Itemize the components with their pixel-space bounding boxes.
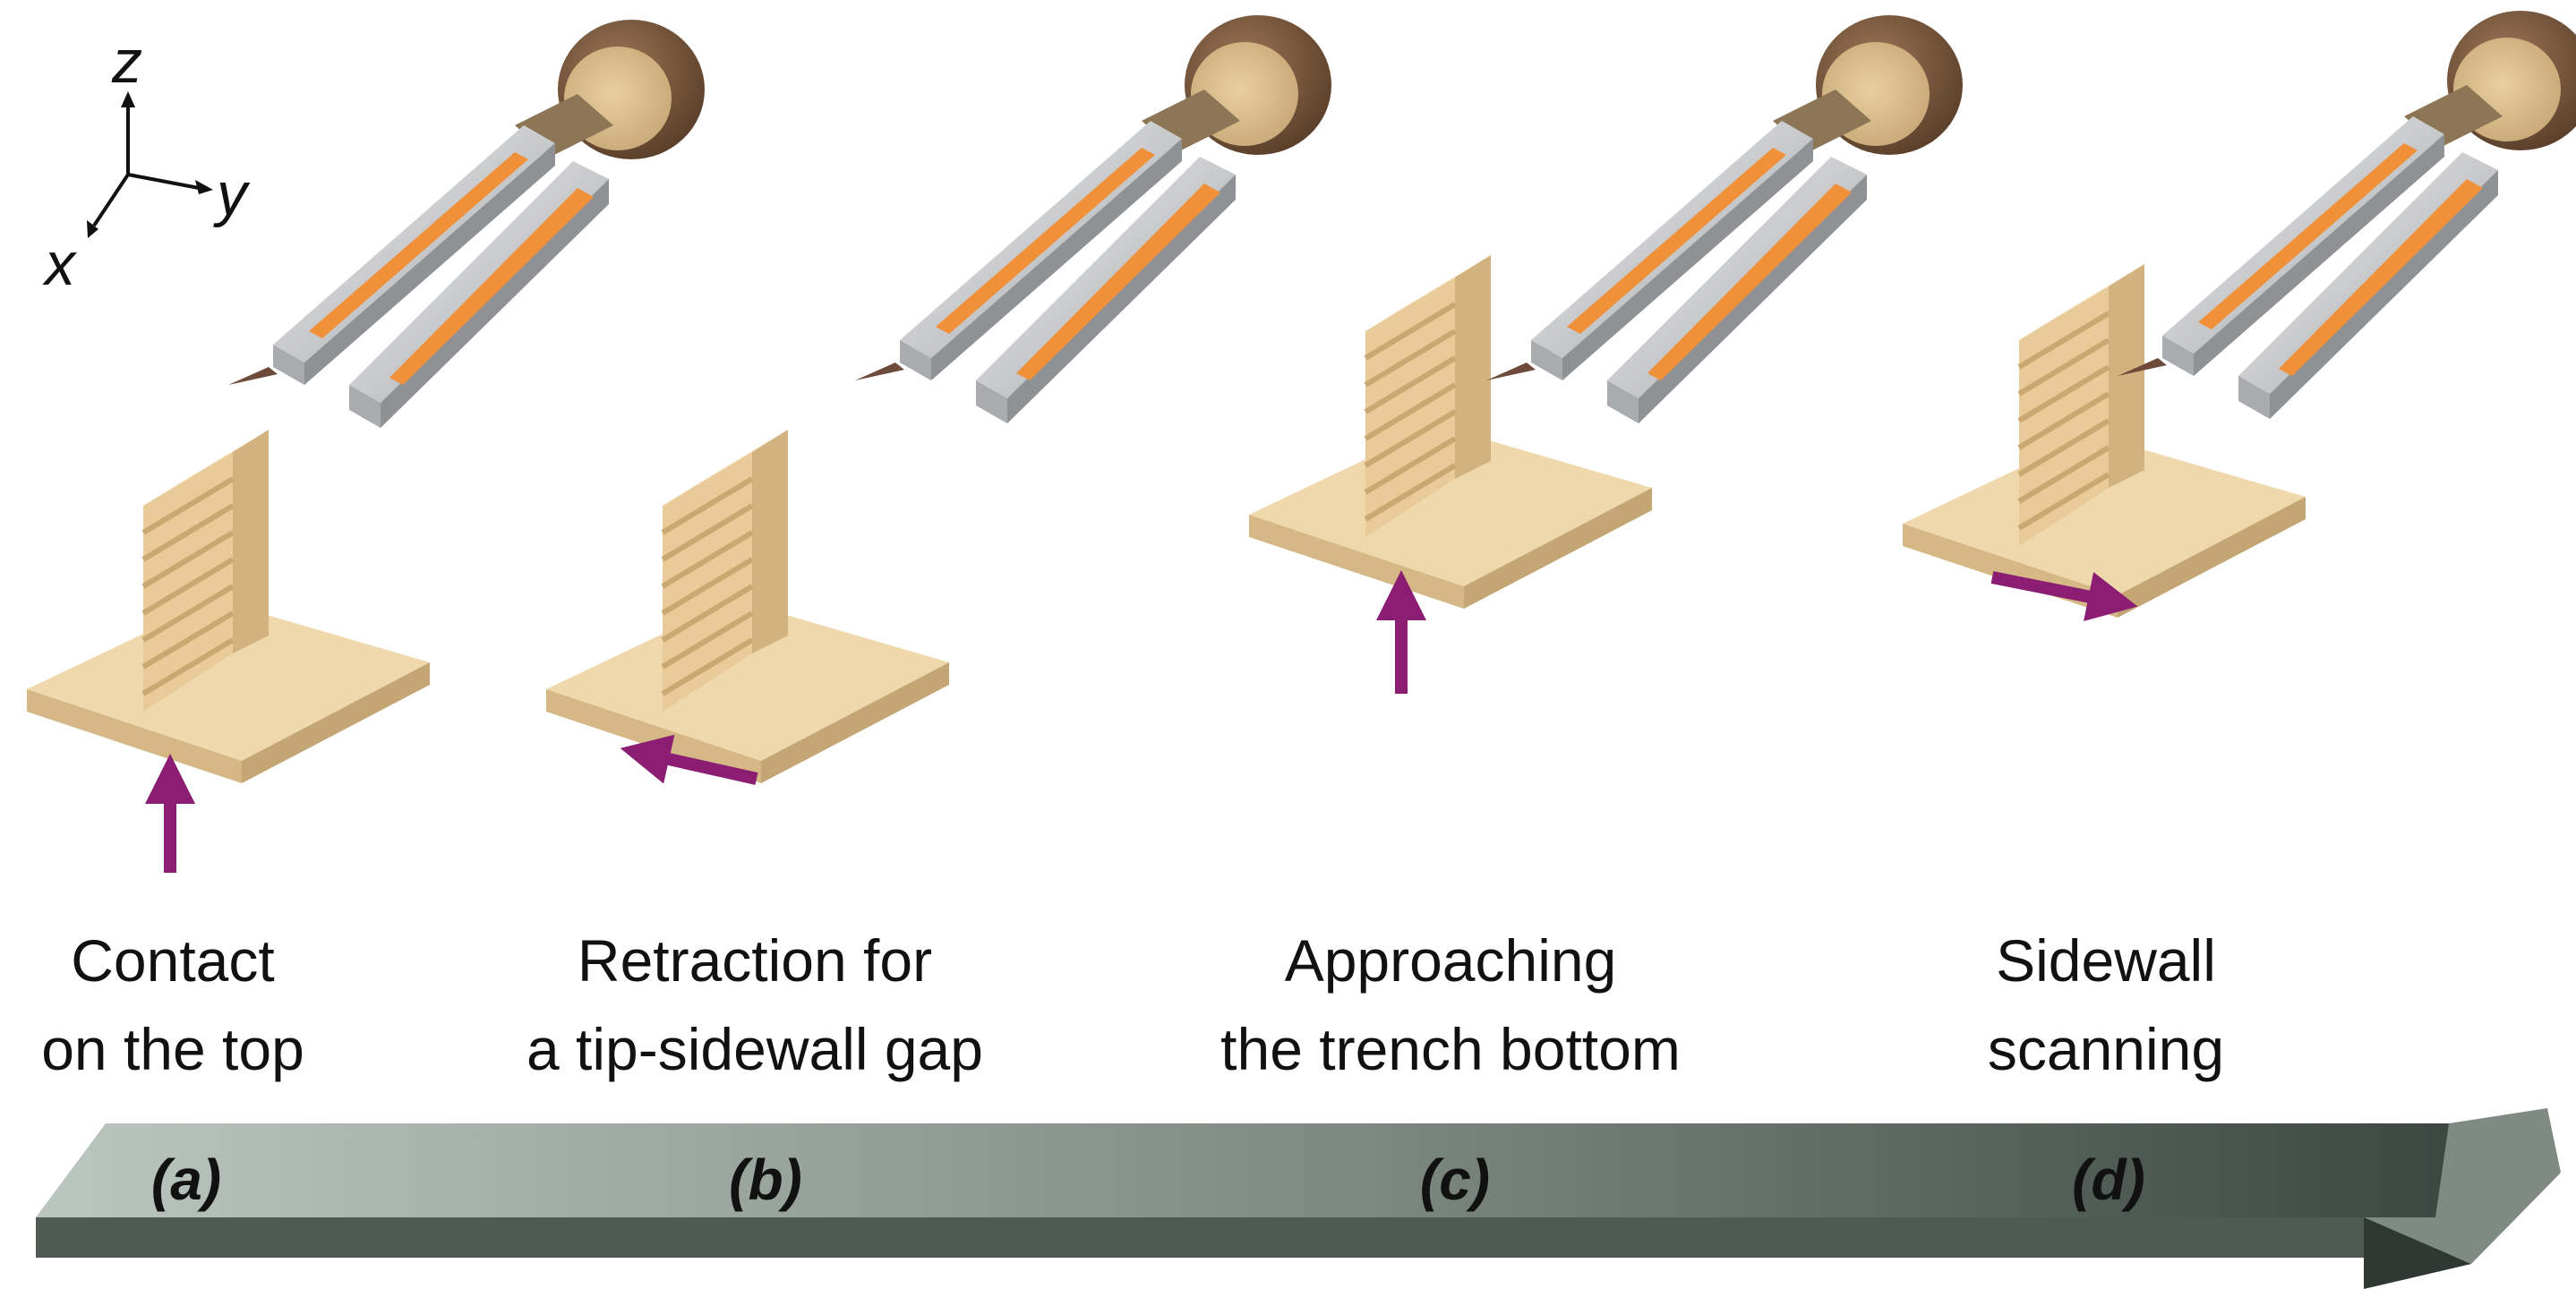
stage-a-probe — [228, 20, 705, 428]
stage-d-illustration — [1903, 11, 2576, 621]
timeline-arrow — [36, 1108, 2561, 1289]
axis-label-x: x — [42, 230, 77, 298]
stage-d-probe — [2118, 11, 2576, 419]
stage-b-sample — [546, 430, 949, 783]
stage-c-caption-line1: Approaching — [1285, 927, 1617, 994]
step-label-d: (d) — [2072, 1148, 2145, 1212]
step-label-c: (c) — [1420, 1148, 1490, 1212]
stage-c-illustration — [1249, 15, 1963, 694]
stage-b-caption-line1: Retraction for — [578, 927, 932, 994]
stage-a-sample — [27, 430, 430, 783]
axis-label-y: y — [213, 160, 251, 228]
stage-b-motion-arrow — [620, 734, 758, 785]
stage-b-caption-line2: a tip-sidewall gap — [526, 1016, 983, 1082]
coordinate-axes — [87, 91, 213, 238]
step-label-a: (a) — [151, 1148, 221, 1212]
stage-d-caption-line1: Sidewall — [1996, 927, 2216, 994]
stage-a-caption-line2: on the top — [41, 1016, 304, 1082]
axis-label-z: z — [111, 28, 142, 96]
stage-c-probe — [1486, 15, 1963, 423]
stage-d-motion-arrow — [1990, 571, 2138, 621]
stage-a-illustration — [27, 20, 705, 873]
stage-c-caption-line2: the trench bottom — [1220, 1016, 1681, 1082]
stage-a-caption-line1: Contact — [71, 927, 274, 994]
step-label-b: (b) — [729, 1148, 802, 1212]
stage-b-probe — [855, 15, 1331, 423]
stage-d-caption-line2: scanning — [1988, 1016, 2224, 1082]
stage-b-illustration — [546, 15, 1331, 783]
